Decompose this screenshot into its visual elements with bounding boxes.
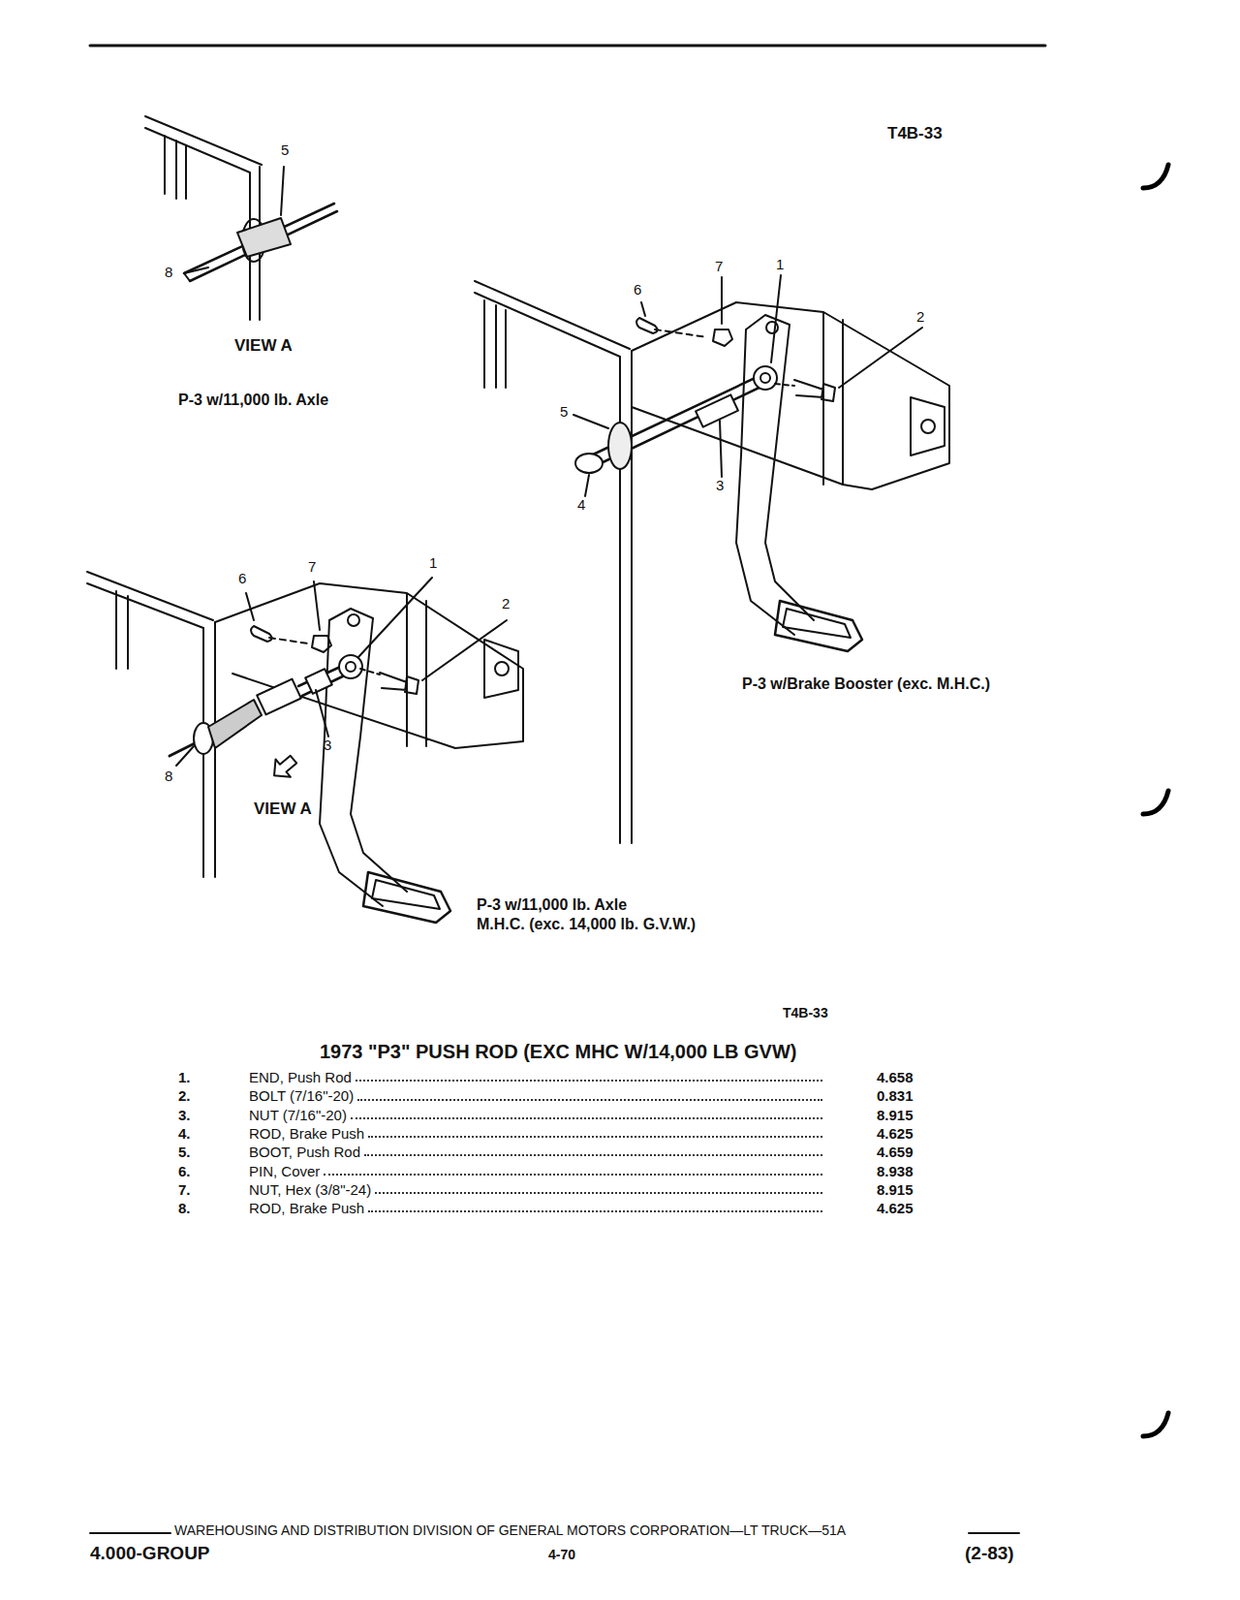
callout-number: 5 [280, 141, 289, 158]
part-number: 0.831 [876, 1086, 914, 1104]
revision-date: (2-83) [964, 1542, 1015, 1564]
part-description: BOOT, Push Rod [248, 1143, 361, 1160]
part-number: 4.625 [876, 1124, 914, 1142]
item-number: 8. [178, 1199, 191, 1216]
callout-number: 5 [559, 403, 568, 420]
table-row: NUT, Hex (3/8"-24) [248, 1180, 827, 1198]
table-title: 1973 "P3" PUSH ROD (EXC MHC W/14,000 LB … [319, 1040, 797, 1063]
item-number: 7. [178, 1180, 191, 1198]
part-number: 8.915 [876, 1106, 914, 1123]
callout-number: 3 [715, 476, 724, 494]
callout-number: 7 [714, 257, 723, 275]
dot-leader [374, 1191, 823, 1194]
dot-leader [350, 1116, 823, 1119]
view-label: VIEW A [234, 336, 293, 356]
item-number: 5. [178, 1143, 191, 1160]
callout-number: 8 [164, 263, 173, 280]
figure-code: T4B-33 [887, 124, 943, 144]
callout-number: 3 [323, 736, 332, 753]
view-label: VIEW A [253, 799, 312, 819]
callout-number: 4 [577, 496, 586, 513]
callout-number: 2 [501, 594, 510, 612]
table-row: PIN, Cover [248, 1162, 827, 1179]
item-number: 1. [178, 1068, 191, 1085]
figure-caption: P-3 w/Brake Booster (exc. M.H.C.) [742, 675, 991, 693]
part-description: ROD, Brake Push [248, 1199, 365, 1216]
table-row: ROD, Brake Push [248, 1124, 827, 1142]
group-number: 4.000-GROUP [90, 1542, 211, 1564]
table-row: END, Push Rod [248, 1068, 827, 1085]
dot-leader [357, 1098, 823, 1101]
item-number: 6. [178, 1162, 191, 1179]
part-description: ROD, Brake Push [248, 1124, 365, 1142]
item-number: 2. [178, 1086, 191, 1104]
page-number: 4-70 [548, 1546, 576, 1562]
part-number: 4.658 [876, 1068, 914, 1085]
callout-number: 7 [308, 558, 316, 575]
part-description: BOLT (7/16"-20) [248, 1086, 354, 1104]
callout-number: 6 [238, 569, 247, 587]
part-number: 8.915 [876, 1180, 914, 1198]
dot-leader [355, 1079, 823, 1082]
dot-leader [368, 1209, 823, 1212]
dot-leader [368, 1135, 823, 1138]
callout-number: 1 [429, 554, 437, 571]
table-row: NUT (7/16"-20) [248, 1106, 827, 1123]
callout-number: 1 [775, 255, 784, 273]
callout-number: 8 [164, 767, 173, 784]
part-number: 4.659 [876, 1143, 914, 1160]
item-number: 3. [178, 1106, 191, 1123]
part-description: NUT (7/16"-20) [248, 1106, 347, 1123]
part-description: PIN, Cover [248, 1162, 320, 1179]
figure-code: T4B-33 [782, 1004, 829, 1021]
dot-leader [323, 1173, 823, 1176]
table-row: ROD, Brake Push [248, 1199, 827, 1216]
figure-caption: P-3 w/11,000 lb. Axle [476, 896, 627, 914]
part-description: END, Push Rod [248, 1068, 352, 1085]
item-number: 4. [178, 1124, 191, 1142]
footer-text: WAREHOUSING AND DISTRIBUTION DIVISION OF… [174, 1521, 846, 1538]
part-number: 8.938 [876, 1162, 914, 1179]
callout-number: 2 [916, 308, 925, 325]
table-row: BOLT (7/16"-20) [248, 1086, 827, 1104]
figure-caption: M.H.C. (exc. 14,000 lb. G.V.W.) [476, 915, 696, 933]
table-row: BOOT, Push Rod [248, 1143, 827, 1160]
dot-leader [364, 1153, 823, 1156]
part-description: NUT, Hex (3/8"-24) [248, 1180, 372, 1198]
part-number: 4.625 [876, 1199, 914, 1216]
figure-caption: P-3 w/11,000 lb. Axle [178, 391, 329, 409]
callout-number: 6 [633, 280, 642, 298]
